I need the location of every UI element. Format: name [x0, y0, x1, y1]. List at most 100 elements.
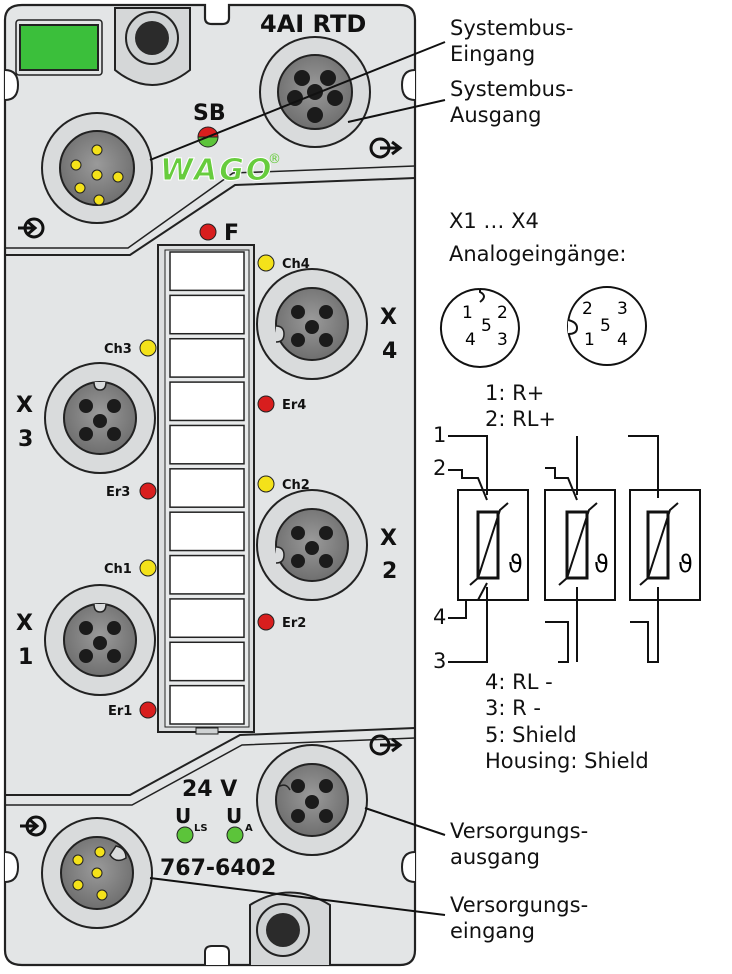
marker-cell	[169, 424, 245, 465]
marker-cell	[169, 337, 245, 378]
supply-out-line1: Versorgungs-	[450, 819, 588, 843]
ua-led	[226, 826, 244, 844]
legend-rl-minus: 4: RL -	[485, 670, 553, 694]
terminal-2: 2	[433, 456, 446, 480]
legend-r-plus: 1: R+	[485, 381, 544, 405]
x2-letter: X	[380, 526, 397, 551]
marker-cell	[169, 511, 245, 552]
f-label: F	[224, 221, 239, 246]
marker-cell	[169, 381, 245, 422]
ch4-label: Ch4	[282, 257, 310, 272]
x1-letter: X	[16, 611, 33, 636]
uls-led	[176, 826, 194, 844]
device-title: 4AI RTD	[260, 10, 366, 38]
terminal-3: 3	[433, 649, 446, 673]
theta-symbol-1: ϑ	[508, 550, 523, 578]
marker-cell	[169, 251, 245, 292]
systembus-out-line1: Systembus-	[450, 77, 573, 101]
supply-in-line2: eingang	[450, 919, 535, 943]
pinout-title-line2: Analogeingänge:	[449, 242, 626, 266]
input-arrow-icon	[18, 217, 45, 239]
er4-label: Er4	[282, 398, 306, 413]
er4-led	[257, 395, 275, 413]
ch4-led	[257, 254, 275, 272]
ch1-label: Ch1	[104, 562, 132, 577]
legend-rl-plus: 2: RL+	[485, 407, 556, 431]
er2-label: Er2	[282, 616, 306, 631]
x2-number: 2	[382, 559, 397, 584]
marker-cell	[169, 468, 245, 508]
male-pin-3: 3	[617, 299, 628, 319]
systembus-out-line2: Ausgang	[450, 103, 541, 127]
marker-cell	[169, 598, 245, 639]
legend-shield: 5: Shield	[485, 723, 577, 747]
rtd-sensor-1: ϑ	[457, 489, 529, 601]
supply-in-connector	[41, 817, 153, 929]
leader-lines	[149, 41, 446, 916]
er3-label: Er3	[106, 485, 130, 500]
x4-connector	[256, 268, 368, 380]
power-output-arrow-icon	[369, 734, 403, 756]
x4-number: 4	[382, 339, 397, 364]
ch2-led	[257, 475, 275, 493]
status-window	[19, 24, 99, 71]
systembus-in-line2: Eingang	[450, 42, 535, 66]
x3-number: 3	[18, 427, 33, 452]
male-pin-1: 1	[584, 330, 595, 350]
voltage-label: 24 V	[182, 777, 237, 802]
male-pin-2: 2	[582, 299, 593, 319]
ua-main: U	[226, 804, 242, 828]
rtd-sensor-3: ϑ	[629, 489, 701, 601]
ch2-label: Ch2	[282, 478, 310, 493]
x1-number: 1	[18, 645, 33, 670]
theta-symbol-2: ϑ	[594, 550, 609, 578]
male-pin-5: 5	[600, 316, 611, 336]
output-arrow-icon	[369, 137, 403, 159]
er1-led	[139, 701, 157, 719]
f-led	[199, 223, 217, 241]
wago-logo: WAGO	[160, 153, 273, 188]
marker-cell	[169, 554, 245, 595]
power-input-arrow-icon	[20, 815, 47, 837]
female-pin-3: 3	[497, 330, 508, 350]
terminal-1: 1	[433, 423, 446, 447]
pinout-female: 1 2 5 4 3	[439, 288, 520, 368]
supply-out-line2: ausgang	[450, 845, 540, 869]
systembus-in-line1: Systembus-	[450, 16, 573, 40]
systembus-out-connector	[259, 36, 371, 148]
x3-letter: X	[16, 393, 33, 418]
ch3-led	[139, 339, 157, 357]
ch3-label: Ch3	[104, 342, 132, 357]
marker-cells	[169, 251, 245, 725]
sb-label: SB	[193, 101, 226, 126]
supply-in-line1: Versorgungs-	[450, 893, 588, 917]
theta-symbol-3: ϑ	[678, 550, 693, 578]
systembus-in-connector	[41, 112, 153, 224]
bottom-screw	[249, 891, 331, 965]
rtd-sensor-2: ϑ	[544, 489, 616, 601]
pinout-title-line1: X1 … X4	[449, 209, 539, 233]
female-pin-1: 1	[462, 303, 473, 323]
uls-sub: LS	[194, 823, 208, 834]
er2-led	[257, 613, 275, 631]
female-pin-4: 4	[465, 330, 476, 350]
marker-cell	[169, 684, 245, 725]
er3-led	[139, 482, 157, 500]
supply-out-connector	[256, 744, 368, 856]
pinout-male: 2 3 5 1 4	[567, 286, 647, 366]
terminal-4: 4	[433, 605, 446, 629]
legend-r-minus: 3: R -	[485, 696, 541, 720]
x2-connector	[256, 489, 368, 601]
x4-letter: X	[380, 305, 397, 330]
uls-main: U	[175, 804, 191, 828]
legend-housing-shield: Housing: Shield	[485, 749, 649, 773]
female-pin-5: 5	[481, 316, 492, 336]
article-number: 767-6402	[160, 856, 276, 881]
registered-mark: ®	[268, 152, 281, 167]
top-screw	[114, 7, 191, 86]
x1-connector	[44, 584, 156, 696]
male-pin-4: 4	[617, 330, 628, 350]
marker-cell	[169, 641, 245, 682]
